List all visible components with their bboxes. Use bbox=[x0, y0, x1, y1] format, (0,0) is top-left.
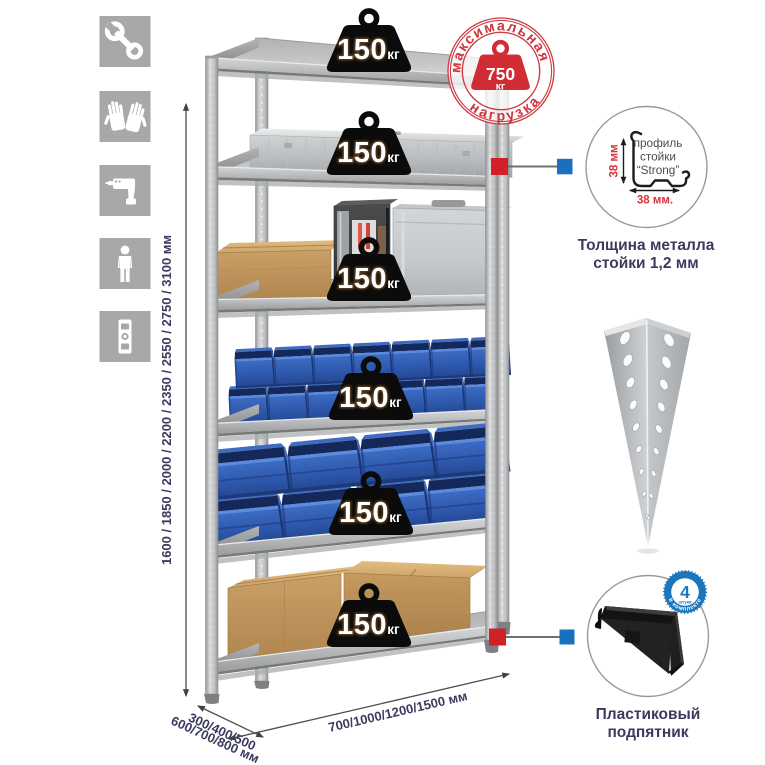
icon-tile-bg bbox=[99, 165, 151, 216]
profile-label-line1: профиль bbox=[634, 136, 683, 150]
feature-icon-tile bbox=[99, 238, 151, 289]
badge-load-value: 150 bbox=[337, 609, 387, 641]
badge-weight-icon bbox=[328, 373, 414, 420]
profile-cross-section-drawing bbox=[630, 130, 691, 188]
feature-icon-tile bbox=[99, 165, 151, 216]
badge-load-value: 150 bbox=[337, 137, 387, 169]
stamp-weight-icon: 750 кг bbox=[471, 39, 530, 93]
profile-label-line2: стойки bbox=[640, 150, 676, 164]
badge-load-unit: кг bbox=[389, 395, 402, 410]
person-icon bbox=[117, 245, 133, 282]
badge-load-halo: 150 bbox=[339, 382, 389, 414]
drill-icon bbox=[105, 178, 136, 205]
badge-load-halo: 150 bbox=[337, 609, 387, 641]
dimension-width: 700/1000/1200/1500 мм bbox=[227, 672, 511, 741]
rack-post-rr bbox=[496, 57, 511, 635]
shelf-load-badge: 150 150 кг bbox=[326, 237, 412, 301]
shelf-load-badge: 150 150 кг bbox=[326, 8, 412, 72]
shelf-load-badge: 150 150 кг bbox=[328, 356, 414, 420]
feature-icons-panel bbox=[99, 16, 151, 362]
badge-load-unit: кг bbox=[387, 47, 400, 62]
badge-load-unit: кг bbox=[387, 276, 400, 291]
feature-icon-tile bbox=[99, 311, 151, 362]
badge-weight-icon bbox=[326, 128, 412, 175]
profile-dim-vertical: 38 мм bbox=[609, 137, 627, 185]
dimension-height: 1600 / 1850 / 2000 / 2200 / 2350 / 2550 … bbox=[159, 102, 190, 698]
blue-marker-bottom bbox=[559, 629, 575, 645]
rack-post-fr bbox=[484, 73, 499, 653]
foot-caption-line2: подпятник bbox=[607, 724, 688, 741]
stamp-load-value: 750 bbox=[486, 64, 515, 84]
blue-marker-top bbox=[557, 158, 573, 175]
shelf-load-badge: 150 150 кг bbox=[326, 583, 412, 647]
badge-load-value: 150 bbox=[339, 382, 389, 414]
height-values-label: 1600 / 1850 / 2000 / 2200 / 2350 / 2550 … bbox=[159, 235, 174, 565]
badge-ring-icon bbox=[358, 8, 380, 29]
kit-unit-label: штуки bbox=[678, 600, 692, 605]
shelf-load-badge: 150 150 кг bbox=[328, 471, 414, 535]
plastic-foot-circle: 4 штуки в комплекте bbox=[586, 569, 710, 698]
badge-load-value: 150 bbox=[339, 497, 389, 529]
level-icon bbox=[118, 319, 132, 354]
profile-dim-horizontal: 38 мм. bbox=[628, 187, 681, 207]
shelf-load-badge: 150 150 кг bbox=[326, 111, 412, 175]
max-load-stamp: максимальная нагрузка 750 кг bbox=[442, 12, 555, 129]
feature-icon-tile bbox=[99, 16, 151, 67]
shelf-5-front bbox=[208, 517, 498, 564]
callout-connectors bbox=[489, 158, 575, 646]
rack-post-fl bbox=[204, 55, 220, 704]
red-marker-top bbox=[491, 158, 508, 175]
feature-icon-tile bbox=[99, 91, 151, 142]
badge-load-value: 150 bbox=[337, 263, 387, 295]
profile-label-line3: “Strong” bbox=[637, 163, 680, 177]
badge-weight-icon bbox=[328, 488, 414, 535]
shelf-6-front bbox=[208, 625, 498, 681]
profile-caption-line2: стойки 1,2 мм bbox=[593, 255, 698, 272]
profile-dim-h-label: 38 мм. bbox=[637, 195, 673, 207]
badge-load-halo: 150 bbox=[337, 263, 387, 295]
badge-load-unit: кг bbox=[389, 510, 402, 525]
badge-load-unit: кг bbox=[387, 622, 400, 637]
badge-load-halo: 150 bbox=[337, 137, 387, 169]
stamp-load-unit: кг bbox=[496, 81, 506, 93]
profile-caption-line1: Толщина металла bbox=[578, 237, 715, 254]
shelf-4-front bbox=[208, 404, 498, 442]
wrench-icon bbox=[104, 21, 144, 60]
badge-load-halo: 150 bbox=[339, 497, 389, 529]
badge-load-value: 150 bbox=[337, 34, 387, 66]
gloves-icon bbox=[104, 101, 147, 133]
kit-count-badge: 4 штуки в комплекте bbox=[662, 569, 708, 615]
badge-weight-icon bbox=[326, 254, 412, 301]
badge-load-unit: кг bbox=[387, 150, 400, 165]
kit-count-value: 4 bbox=[680, 582, 690, 602]
badge-weight-icon bbox=[326, 25, 412, 72]
badge-load-halo: 150 bbox=[337, 34, 387, 66]
profile-dim-v-label: 38 мм bbox=[609, 144, 621, 177]
badge-weight-icon bbox=[326, 600, 412, 647]
foot-caption-line1: Пластиковый bbox=[596, 706, 701, 723]
shelf-3-front bbox=[208, 280, 498, 318]
angle-post-photo bbox=[604, 318, 691, 554]
profile-detail-circle: 38 мм 38 мм. профиль стойки “Strong” bbox=[585, 105, 708, 229]
plastic-foot-photo bbox=[594, 606, 684, 676]
badge-ring-icon bbox=[358, 111, 380, 132]
dimension-depth: 300/400/500 600/700/800 мм bbox=[169, 705, 264, 765]
red-marker-bottom bbox=[489, 628, 506, 646]
